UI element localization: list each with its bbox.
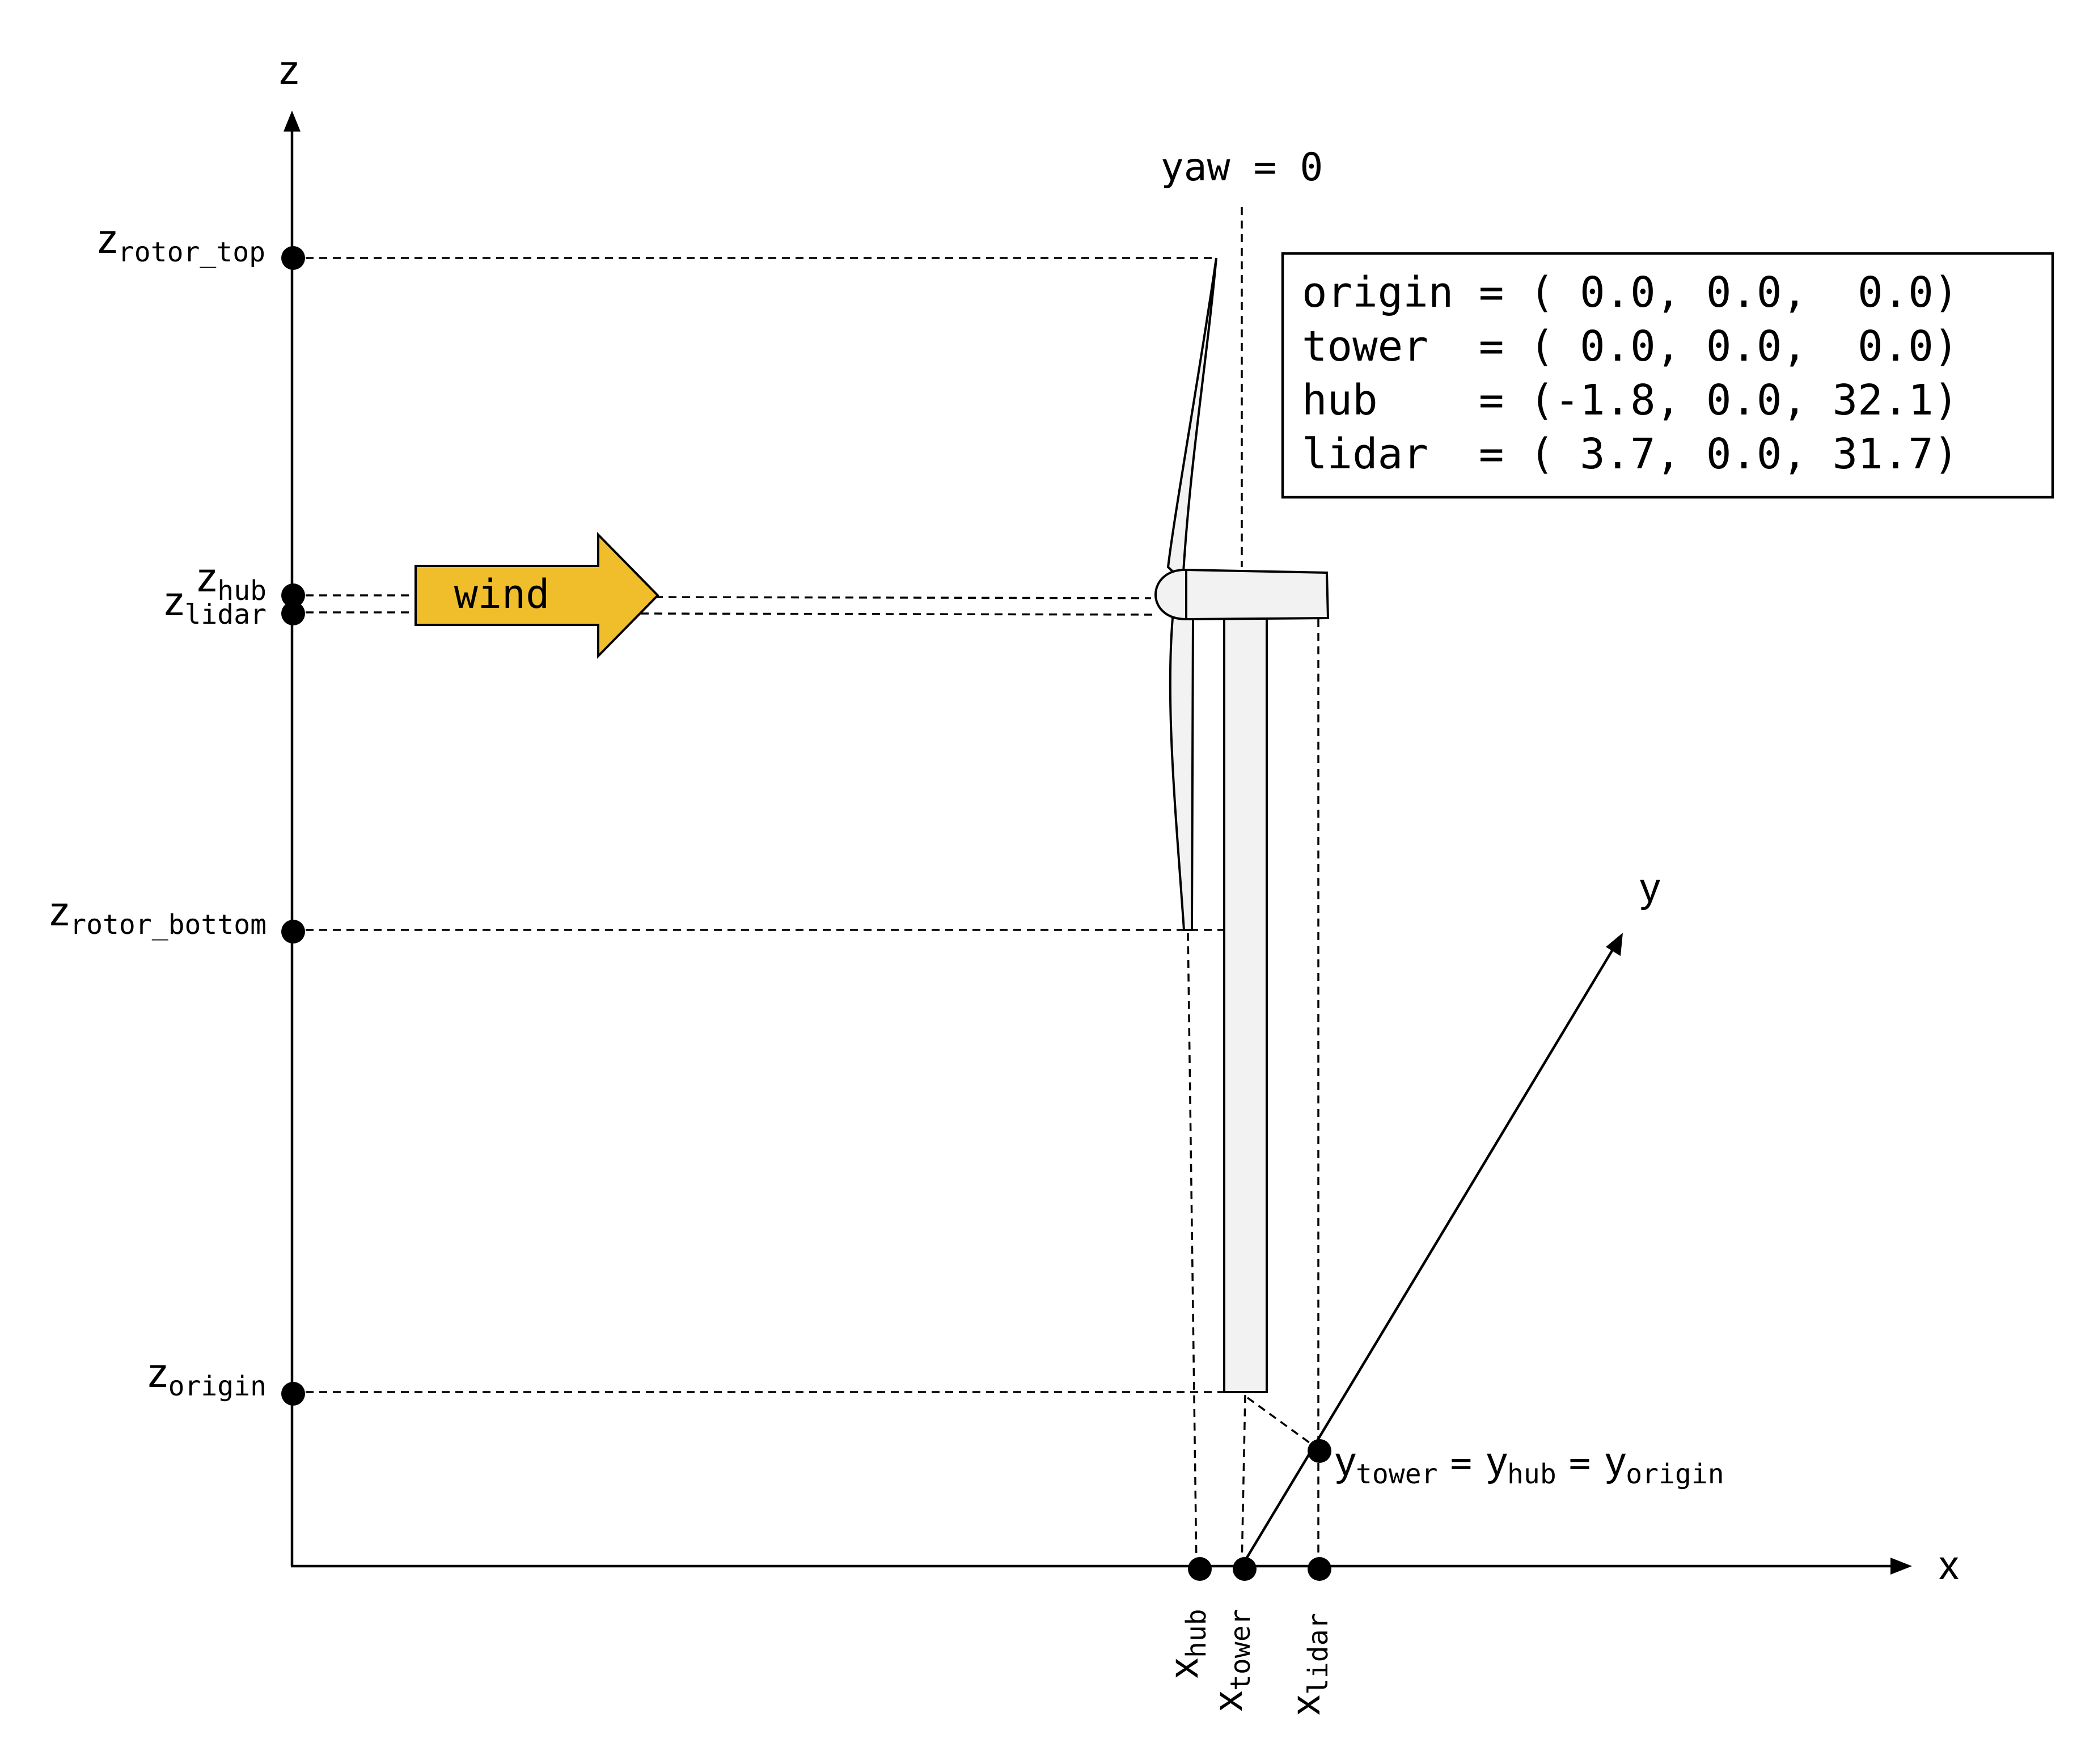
turbine-blade-upper bbox=[1166, 257, 1217, 584]
turbine-nacelle bbox=[1185, 568, 1330, 621]
z-axis-label: z bbox=[279, 48, 299, 93]
x-hub-label: xhub bbox=[1161, 1609, 1212, 1678]
y-axis-arrowhead bbox=[1606, 933, 1623, 956]
z-labels: zrotor_top zhub zlidar zrotor_bottom zor… bbox=[49, 217, 267, 1402]
axes: z x y bbox=[279, 48, 1959, 1588]
coordinates-box-frame bbox=[1281, 252, 2054, 499]
turbine-tower bbox=[1223, 614, 1268, 1393]
turbine-blade-lower bbox=[1169, 614, 1195, 931]
y-equation: ytower = yhub = yorigin bbox=[1335, 1439, 1724, 1490]
z-origin-dot bbox=[281, 1382, 305, 1406]
z-rotor-top-label: zrotor_top bbox=[98, 217, 265, 268]
projection-lines bbox=[292, 257, 1319, 1567]
marker-dots bbox=[281, 246, 1331, 1581]
y-axis bbox=[1241, 943, 1617, 1567]
x-axis-label: x bbox=[1939, 1543, 1959, 1588]
coordinates-line-origin: origin = ( 0.0, 0.0, 0.0) bbox=[1302, 268, 1959, 317]
y-origin-dot bbox=[1308, 1439, 1331, 1463]
x-hub-dot bbox=[1188, 1557, 1212, 1581]
z-axis-arrowhead bbox=[284, 111, 301, 132]
wind-arrow: wind bbox=[414, 532, 659, 659]
z-rotor-bottom-label: zrotor_bottom bbox=[49, 889, 267, 941]
wind-arrow-shape bbox=[414, 532, 659, 659]
coordinates-box: origin = ( 0.0, 0.0, 0.0) tower = ( 0.0,… bbox=[1281, 252, 2054, 499]
y-axis-label: y bbox=[1640, 865, 1660, 911]
x-tower-projection bbox=[1241, 1394, 1246, 1567]
z-hub-label: zhub bbox=[197, 555, 267, 607]
z-origin-label: zorigin bbox=[148, 1351, 267, 1402]
lidar-projection-right bbox=[640, 612, 1157, 616]
z-rotor-top-dot bbox=[281, 246, 305, 270]
z-rotor-bottom-dot bbox=[281, 920, 305, 944]
coordinates-line-lidar: lidar = ( 3.7, 0.0, 31.7) bbox=[1302, 430, 1959, 479]
yaw-label: yaw = 0 bbox=[1161, 145, 1323, 190]
wind-label: wind bbox=[454, 571, 550, 617]
coordinates-line-hub: hub = (-1.8, 0.0, 32.1) bbox=[1302, 376, 1959, 425]
x-axis-arrowhead bbox=[1890, 1558, 1912, 1575]
turbine-hub bbox=[1154, 568, 1187, 621]
z-hub-dot bbox=[281, 583, 305, 607]
z-lidar-dot bbox=[281, 602, 305, 625]
hub-projection-right bbox=[654, 596, 1152, 599]
x-lidar-dot bbox=[1308, 1557, 1331, 1581]
x-labels: xhub xtower xlidar bbox=[1161, 1609, 1334, 1715]
y-origin-projection bbox=[1246, 1397, 1317, 1448]
x-tower-dot bbox=[1233, 1557, 1257, 1581]
z-lidar-label: zlidar bbox=[164, 579, 267, 631]
x-hub-projection bbox=[1187, 932, 1198, 1567]
x-tower-label: xtower bbox=[1205, 1609, 1257, 1712]
yaw-reference: yaw = 0 bbox=[1161, 145, 1323, 567]
coordinates-line-tower: tower = ( 0.0, 0.0, 0.0) bbox=[1302, 322, 1959, 371]
x-lidar-label: xlidar bbox=[1283, 1613, 1334, 1716]
